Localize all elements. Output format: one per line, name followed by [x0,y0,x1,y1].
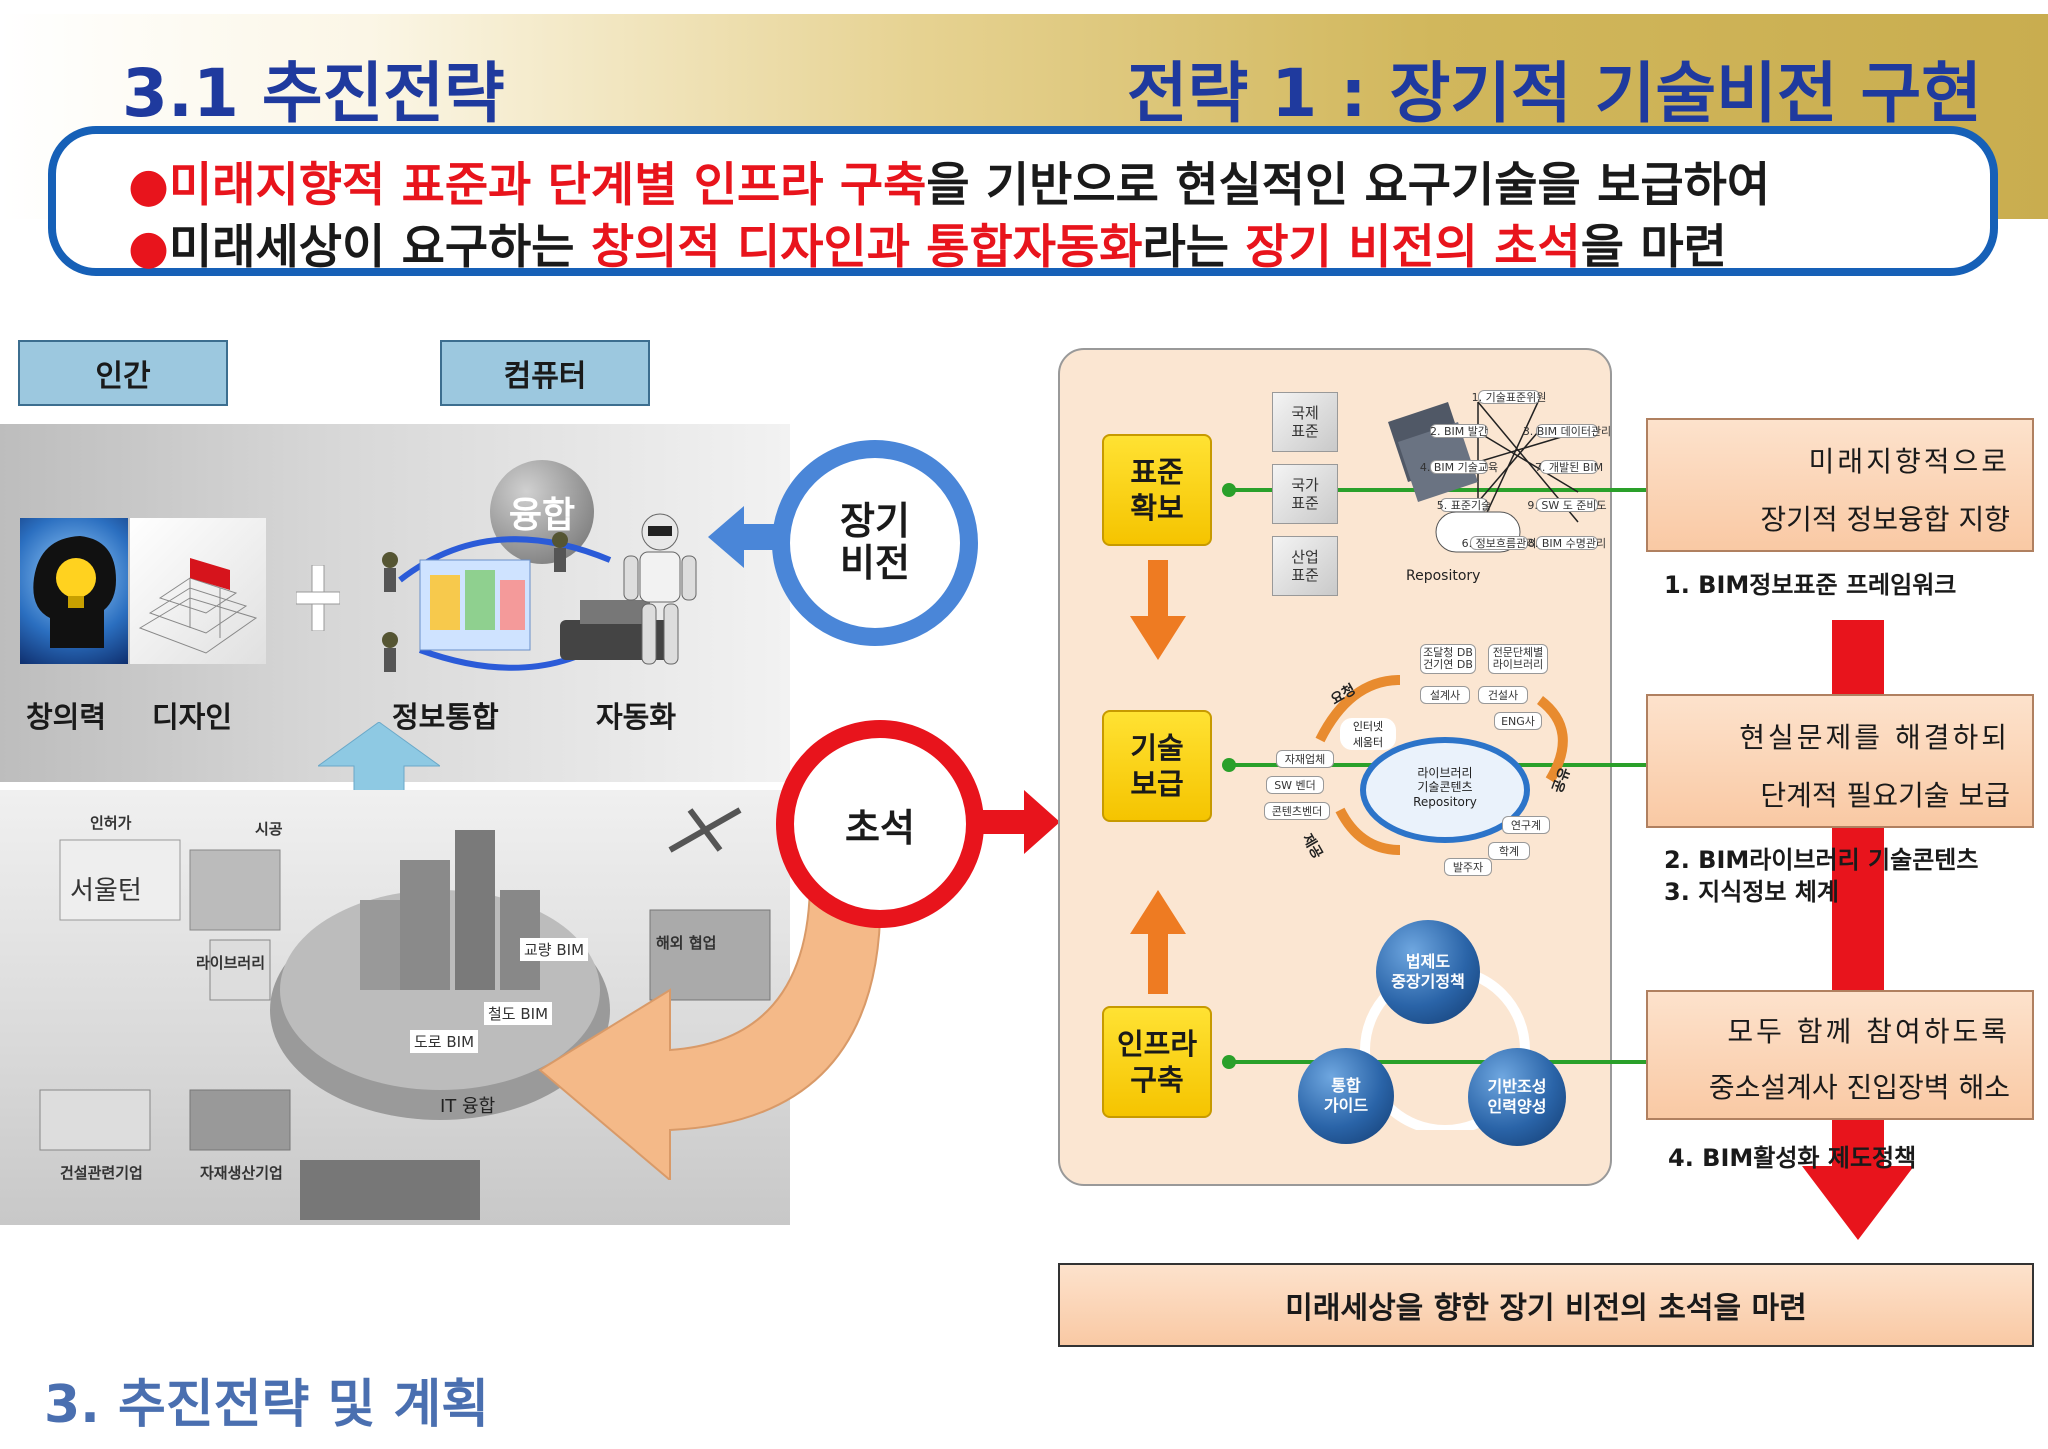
right-label-3: 4. BIM활성화 제도정책 [1668,1144,1917,1172]
summary-text: 미래세상이 요구하는 [169,220,591,275]
right-box-1: 미래지향적으로 장기적 정보융합 지향 [1646,418,2034,552]
seoul-logo: 서울턴 [70,876,142,906]
city-label-material-companies: 자재생산기업 [200,1164,283,1182]
library-cycle-icon [1315,675,1568,855]
city-label-construction: 시공 [255,820,283,838]
cube-industry-standard: 산업 표준 [1272,536,1338,596]
foundation-circle: 초석 [776,720,984,928]
city-label-road-bim: 도로 BIM [410,1030,479,1053]
bottom-conclusion-box: 미래세상을 향한 장기 비전의 초석을 마련 [1058,1263,2034,1347]
db-tag: 조달청 DB 건기연 DB [1420,644,1476,674]
box-tech-distribution: 기술 보급 [1102,710,1212,822]
bullet-icon: ● [128,158,170,213]
right-box-3-line1: 모두 함께 참여하도록 [1727,1015,2010,1048]
framework-tag: 2. BIM 발간 [1430,424,1489,438]
red-down-arrow-icon [1802,620,1914,1240]
caption-creativity: 창의력 [26,700,107,734]
robot-image [610,510,710,680]
framework-tag: 3. BIM 데이터관리 [1522,424,1612,438]
building-design-icon [138,558,258,654]
repository-label: Repository [1406,568,1481,584]
curved-arrow-icon [520,879,900,1183]
actor-tag: 연구계 [1502,816,1550,834]
framework-tag: 4. BIM 기술교육 [1419,460,1499,474]
summary-highlight: 장기 비전의 초석 [1245,220,1581,275]
right-box-3-line2: 중소설계사 진입장벽 해소 [1708,1071,2010,1104]
summary-text: 을 마련 [1580,220,1727,275]
right-box-2-line2: 단계적 필요기술 보급 [1760,779,2010,812]
city-label-bridge-bim: 교량 BIM [520,938,589,961]
computer-label: 컴퓨터 [440,340,650,406]
framework-tag: 5. 표준기술 [1436,498,1492,512]
right-box-1-line2: 장기적 정보융합 지향 [1760,503,2010,536]
db-tag: 전문단체별 라이브러리 [1488,644,1548,674]
lightbulb-head-icon [33,536,116,648]
internet-cloud: 인터넷 세움터 [1340,718,1396,750]
library-graphic [1280,640,1600,880]
summary-highlight: 미래지향적 표준과 단계별 인프라 구축 [169,158,927,213]
library-center-label: 라이브러리 기술콘텐츠 Repository [1413,766,1477,809]
caption-design: 디자인 [152,700,233,734]
actor-tag: 자재업체 [1276,750,1334,768]
summary-highlight: 창의적 디자인과 통합자동화 [590,220,1143,275]
actor-tag: 학계 [1488,842,1530,860]
framework-tag: 1. 기술표준위원 [1471,390,1547,404]
creativity-image [20,518,128,664]
framework-tag: 8. BIM 수명관리 [1527,536,1607,550]
caption-info-integration: 정보통합 [392,700,499,734]
design-image [130,518,266,664]
left-arrow-icon [708,502,788,572]
strategy-title: 전략 1 : 장기적 기술비전 구현 [1126,55,1982,132]
actor-tag: 콘텐츠벤더 [1264,802,1330,820]
right-label-2a: 2. BIM라이브러리 기술콘텐츠 [1664,846,1979,874]
right-arrow-icon [980,790,1060,854]
actor-tag: 건설사 [1478,686,1528,704]
bullet-icon: ● [128,220,170,275]
up-arrow-icon [1130,890,1186,994]
city-label-overseas: 해외 협업 [656,934,717,952]
robot-icon [623,513,697,665]
city-label-library: 라이브러리 [196,954,266,972]
summary-text: 을 기반으로 현실적인 요구기술을 보급하여 [926,158,1771,213]
cube-international-standard: 국제 표준 [1272,392,1338,452]
summary-line-2: ●미래세상이 요구하는 창의적 디자인과 통합자동화라는 장기 비전의 초석을 … [128,208,1727,277]
summary-box: ●미래지향적 표준과 단계별 인프라 구축을 기반으로 현실적인 요구기술을 보… [48,126,1998,276]
framework-tag: 9. SW 도 준비도 [1527,498,1607,512]
footer-title: 3. 추진전략 및 계획 [44,1375,490,1435]
right-label-2b: 3. 지식정보 체계 [1664,878,1840,906]
summary-text: 라는 [1142,220,1246,275]
actor-tag: 설계사 [1420,686,1470,704]
framework-tag: 7. 개발된 BIM [1534,460,1604,474]
policy-ball-foundation: 기반조성 인력양성 [1468,1048,1566,1146]
summary-line-1: ●미래지향적 표준과 단계별 인프라 구축을 기반으로 현실적인 요구기술을 보… [128,146,1770,215]
box-secure-standards: 표준 확보 [1102,434,1212,546]
right-label-1: 1. BIM정보표준 프레임워크 [1664,571,1957,599]
actor-tag: 발주자 [1444,858,1492,876]
cube-national-standard: 국가 표준 [1272,464,1338,524]
right-box-3: 모두 함께 참여하도록 중소설계사 진입장벽 해소 [1646,990,2034,1120]
city-label-rail-bim: 철도 BIM [484,1002,553,1025]
human-label: 인간 [18,340,228,406]
right-box-2-line1: 현실문제를 해결하되 [1739,721,2010,754]
down-arrow-icon [1130,560,1186,660]
policy-ball-law: 법제도 중장기정책 [1376,920,1480,1024]
plus-icon [295,564,341,632]
people-network-icon [382,532,670,672]
right-box-1-line1: 미래지향적으로 [1808,445,2010,478]
actor-tag: SW 벤더 [1266,776,1324,794]
long-term-vision-circle: 장기 비전 [772,440,978,646]
city-label-construction-companies: 건설관련기업 [60,1164,143,1182]
section-title: 3.1 추진전략 [122,55,505,132]
right-box-2: 현실문제를 해결하되 단계적 필요기술 보급 [1646,694,2034,828]
policy-ball-guide: 통합 가이드 [1298,1048,1394,1144]
framework-tag: 6. 정보흐름관리 [1461,536,1537,550]
city-label-permit: 인허가 [90,814,132,832]
info-integration-image [360,520,700,685]
actor-tag: ENG사 [1494,712,1542,730]
caption-automation: 자동화 [596,700,677,734]
city-label-it-fusion: IT 융합 [440,1096,496,1117]
box-infra-building: 인프라 구축 [1102,1006,1212,1118]
connector-line-infra [1228,1060,1648,1064]
